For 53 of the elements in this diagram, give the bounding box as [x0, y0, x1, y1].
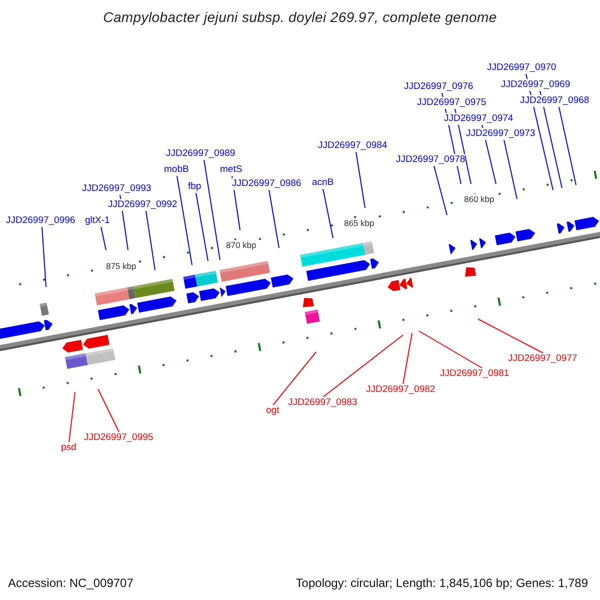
gene-label: metS [220, 164, 242, 176]
gene-label: JJD26997_0982 [366, 384, 436, 396]
leader-line [196, 192, 208, 262]
leader-line [98, 388, 120, 432]
leader-line [322, 188, 334, 238]
gene-label: JJD26997_0969 [501, 79, 570, 91]
gene-label: JJD26997_0970 [487, 62, 556, 74]
position-label: 875 kbp [106, 261, 136, 271]
leader-line [272, 352, 316, 406]
leader-line [146, 210, 156, 270]
position-label: 860 kbp [464, 194, 494, 204]
gene-label: JJD26997_0989 [166, 148, 236, 160]
leader-line [322, 334, 404, 398]
title: Campylobacter jejuni subsp. doylei 269.97, complete genome [102, 9, 498, 25]
leader-line [68, 392, 76, 442]
gene-label: JJD26997_0974 [444, 113, 514, 125]
leader-line [402, 332, 412, 384]
leader-line [100, 226, 106, 250]
leader-line [434, 166, 448, 216]
gene-label: gltX-1 [85, 215, 110, 227]
gene-label: JJD26997_0975 [417, 97, 486, 109]
leader-line [204, 160, 220, 260]
leader-line [268, 190, 280, 248]
footer-text: Topology: circular; Length: 1,845,106 bp; Genes: 1,789 [296, 576, 588, 590]
position-label: 865 kbp [344, 218, 374, 228]
leader-line [504, 140, 518, 200]
gene-label: psd [61, 442, 76, 454]
gene-label: acnB [312, 177, 334, 189]
leader-line [42, 226, 46, 288]
leader-line [478, 318, 544, 354]
leader-line [418, 330, 482, 368]
leader-line [540, 90, 562, 188]
footer-text: Accession: NC_009707 [8, 576, 134, 590]
leader-line [176, 176, 192, 266]
gene-label: mobB [164, 164, 189, 176]
gene-label: JJD26997_0992 [108, 199, 178, 211]
gene-label: JJD26997_0976 [404, 81, 474, 93]
leader-line [356, 152, 366, 208]
gene-label: JJD26997_0981 [440, 368, 510, 380]
gene-label: ogt [266, 405, 280, 417]
gene-label: JJD26997_0983 [288, 397, 358, 409]
leader-line [558, 106, 576, 186]
gene-label: JJD26997_0996 [6, 215, 76, 227]
gene-label: JJD26997_0984 [318, 140, 388, 152]
gene-label: JJD26997_0993 [82, 183, 152, 195]
gene-label: JJD26997_0968 [520, 95, 590, 107]
gene-label: JJD26997_0995 [84, 432, 154, 444]
gene-label: fbp [188, 181, 202, 193]
gene-label: JJD26997_0977 [508, 353, 578, 365]
gene-label: JJD26997_0973 [466, 128, 536, 140]
gene-label: JJD26997_0986 [232, 178, 302, 190]
position-label: 870 kbp [226, 240, 256, 250]
gene-label: JJD26997_0978 [396, 154, 466, 166]
